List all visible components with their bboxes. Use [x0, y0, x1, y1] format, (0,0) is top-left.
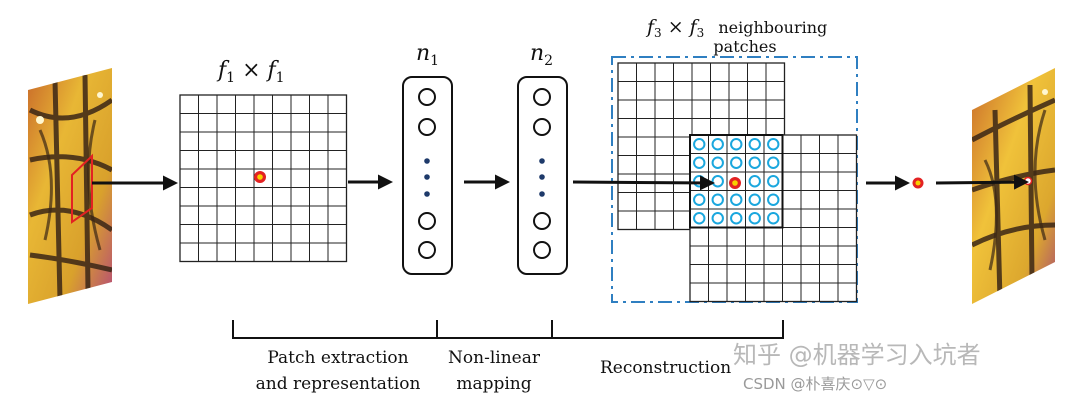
n2-feature-column: [517, 76, 568, 275]
overlap-circle: [730, 138, 743, 151]
patches-label: patches: [713, 37, 776, 56]
overlap-circle: [748, 193, 761, 206]
input-image-veins: [28, 74, 112, 301]
overlap-circle: [730, 156, 743, 169]
stage-patch-extraction-line1: Patch extraction: [267, 348, 408, 368]
overlap-region: [689, 134, 784, 229]
n1-label: n1: [416, 41, 439, 69]
watermark-csdn: CSDN @朴喜庆⊙▽⊙: [743, 375, 887, 393]
stage-patch-extraction-line2: and representation: [256, 374, 421, 394]
overlap-pixel-circles: [693, 138, 780, 225]
overlap-circle: [748, 175, 761, 188]
overlap-circle: [767, 212, 780, 225]
watermark-zhihu: 知乎 @机器学习入坑者: [733, 341, 981, 369]
overlap-circle: [711, 193, 724, 206]
stage-nonlinear-line1: Non-linear: [448, 348, 541, 368]
overlap-circle: [730, 212, 743, 225]
overlap-circle: [767, 193, 780, 206]
stage-reconstruction: Reconstruction: [600, 358, 731, 378]
arrow-n2-to-recon: [572, 175, 715, 191]
recon-center-pixel: [729, 177, 741, 189]
f3-label: f3×f3 neighbouring: [645, 16, 827, 42]
overlap-circle: [693, 138, 706, 151]
stage-brackets: [232, 320, 784, 339]
f1-center-pixel: [254, 171, 266, 183]
input-patch-outline: [71, 153, 93, 224]
output-pixel: [912, 177, 924, 189]
f1-label: f1×f1: [216, 58, 285, 86]
overlap-circle: [748, 138, 761, 151]
flow-arrows: [92, 174, 1029, 191]
overlap-circle: [711, 156, 724, 169]
overlap-circle: [748, 156, 761, 169]
input-image: [28, 68, 112, 304]
overlap-circle: [730, 193, 743, 206]
overlap-circle: [767, 175, 780, 188]
neighbourhood-box: [611, 56, 858, 303]
overlap-circle: [767, 156, 780, 169]
n2-label: n2: [530, 41, 553, 69]
overlap-circle: [711, 175, 724, 188]
n1-feature-column: [402, 76, 453, 275]
output-image: [972, 68, 1055, 304]
overlap-circle: [693, 212, 706, 225]
overlap-circle: [711, 212, 724, 225]
arrow-pixel-to-output: [935, 174, 1029, 190]
stage-nonlinear-line2: mapping: [456, 374, 531, 394]
overlap-circle: [693, 156, 706, 169]
overlap-circle: [767, 138, 780, 151]
overlap-circle: [693, 193, 706, 206]
overlap-circle: [711, 138, 724, 151]
overlap-circle: [693, 175, 706, 188]
overlap-circle: [748, 212, 761, 225]
